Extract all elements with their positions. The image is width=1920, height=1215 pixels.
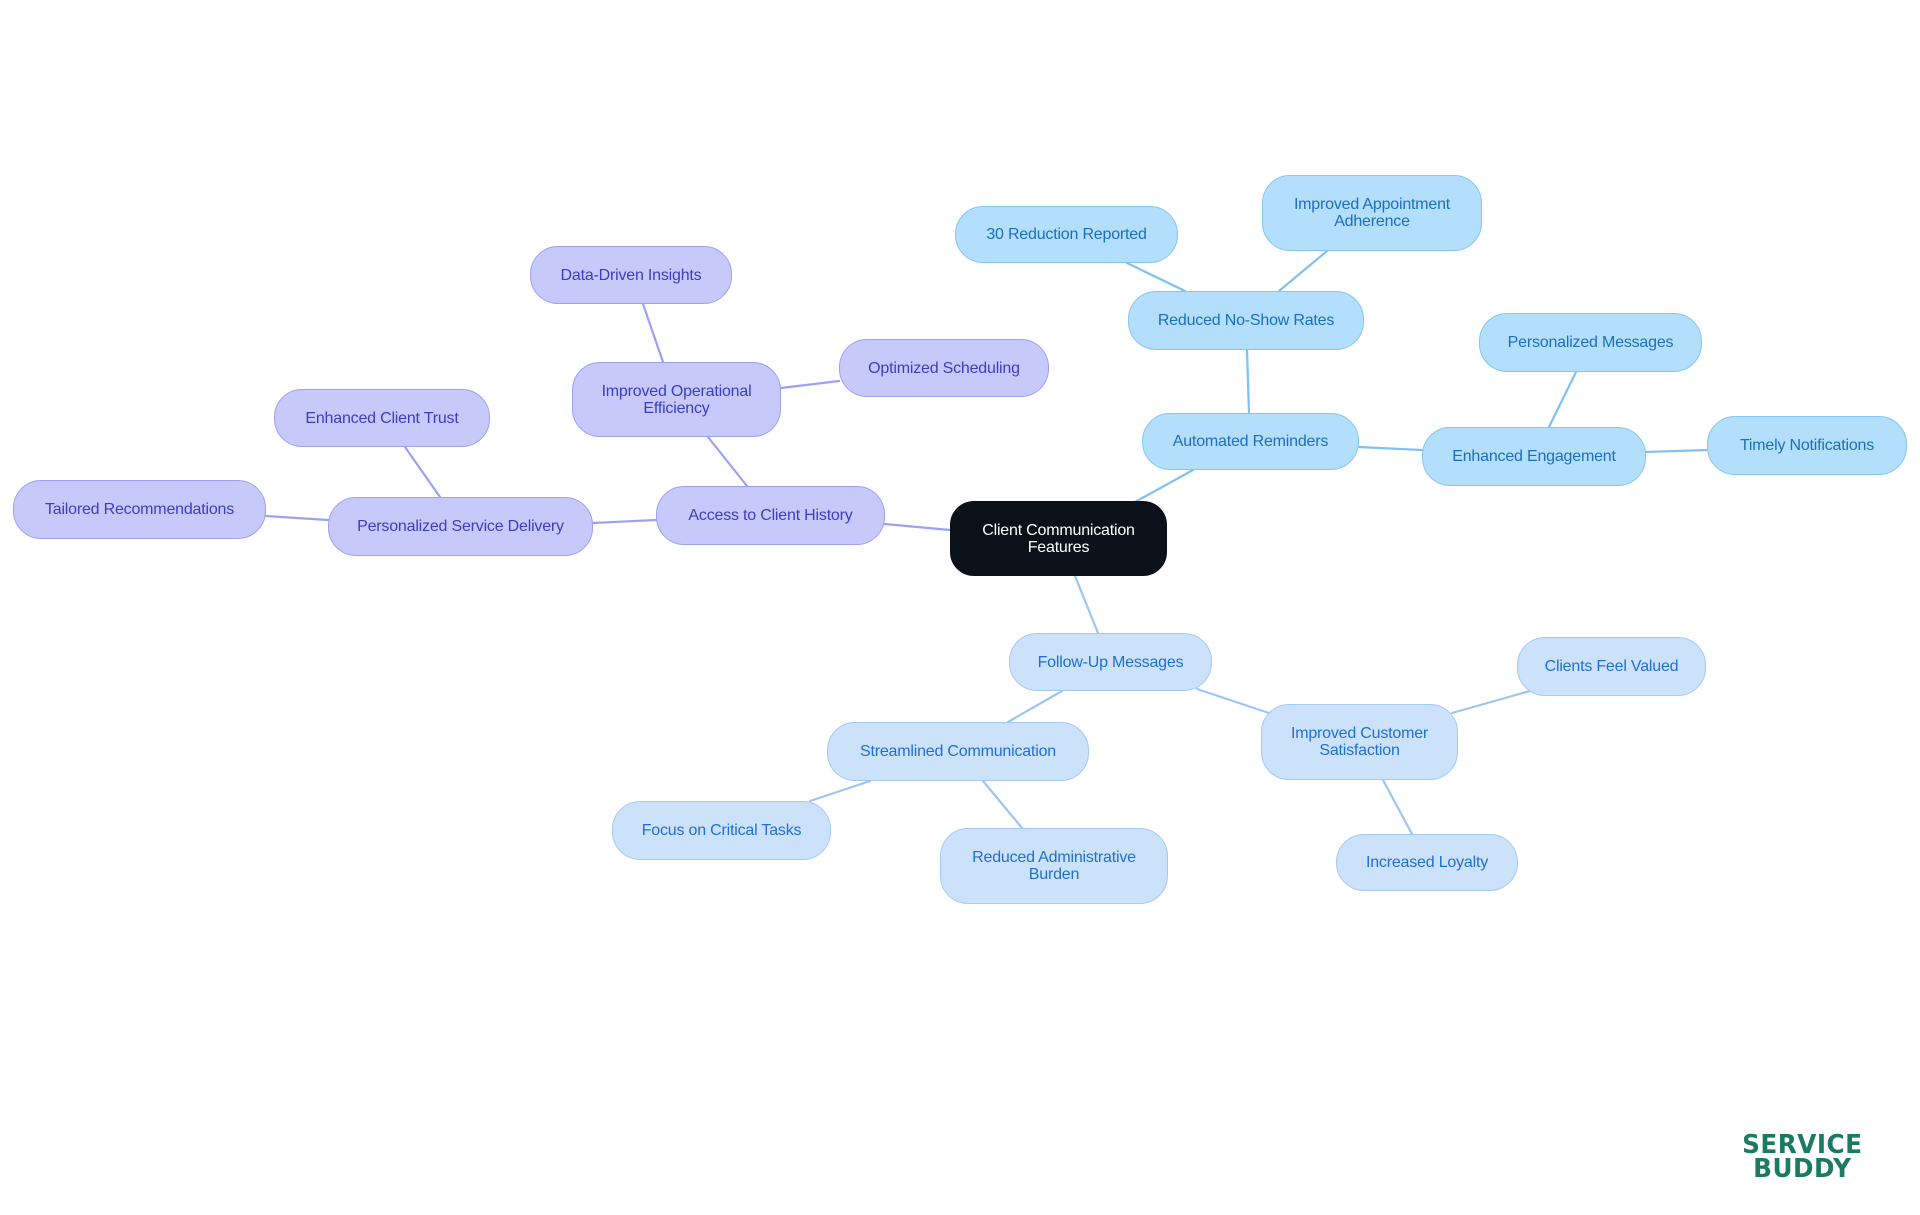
- edge-operational-efficiency-data-insights: [641, 302, 665, 364]
- node-label: Focus on Critical Tasks: [641, 822, 802, 839]
- node-label-line2: Burden: [1028, 866, 1080, 883]
- node-label: Enhanced Client Trust: [305, 409, 459, 427]
- node-reduced-no-show-rates[interactable]: Reduced No-Show Rates: [1128, 291, 1364, 350]
- node-label: Automated Reminders: [1172, 433, 1329, 450]
- node-label: Data-Driven Insights: [560, 266, 702, 284]
- node-increased-loyalty[interactable]: Increased Loyalty: [1336, 834, 1518, 891]
- node-label: Increased Loyalty: [1365, 854, 1488, 871]
- edge-access-history-operational-efficiency: [706, 435, 749, 488]
- node-label: Personalized Service Delivery: [357, 518, 564, 535]
- edge-customer-satisfaction-increased-loyalty: [1381, 778, 1414, 836]
- edge-reduced-no-show-appt-adherence: [1277, 249, 1329, 293]
- edge-follow-up-streamlined-comm: [1006, 689, 1064, 724]
- node-tailored-recommendations[interactable]: Tailored Recommendations: [13, 480, 266, 539]
- root-node-client-communication-features[interactable]: Client Communication Features: [950, 501, 1167, 576]
- edge-access-history-personalized-delivery: [591, 518, 658, 525]
- edge-operational-efficiency-optimized-scheduling: [779, 379, 841, 390]
- root-node-label-line2: Features: [1027, 538, 1090, 556]
- node-label-line2: Satisfaction: [1319, 742, 1400, 759]
- node-label: Optimized Scheduling: [868, 359, 1020, 377]
- node-data-driven-insights[interactable]: Data-Driven Insights: [530, 246, 732, 304]
- node-label: Clients Feel Valued: [1544, 658, 1679, 675]
- node-label: Tailored Recommendations: [44, 501, 235, 518]
- edge-enhanced-engagement-personalized-messages: [1547, 370, 1578, 429]
- node-focus-on-critical-tasks[interactable]: Focus on Critical Tasks: [612, 801, 831, 860]
- root-node-label-line1: Client Communication: [982, 521, 1135, 539]
- edge-automated-reminders-enhanced-engagement: [1357, 445, 1424, 452]
- logo-wordmark: SERVICE BUDDY: [1742, 1130, 1863, 1184]
- node-label-line2: Adherence: [1334, 213, 1410, 230]
- node-label-line1: Improved Operational: [601, 382, 752, 400]
- logo-line2: BUDDY: [1753, 1154, 1852, 1184]
- edge-automated-reminders-reduced-no-show: [1245, 348, 1251, 415]
- node-personalized-service-delivery[interactable]: Personalized Service Delivery: [328, 497, 593, 556]
- node-follow-up-messages[interactable]: Follow-Up Messages: [1009, 633, 1212, 691]
- node-label: Enhanced Engagement: [1452, 448, 1616, 465]
- node-clients-feel-valued[interactable]: Clients Feel Valued: [1517, 637, 1706, 696]
- edge-enhanced-engagement-timely-notifications: [1644, 448, 1709, 454]
- node-automated-reminders[interactable]: Automated Reminders: [1142, 413, 1359, 470]
- node-enhanced-engagement[interactable]: Enhanced Engagement: [1422, 427, 1646, 486]
- node-optimized-scheduling[interactable]: Optimized Scheduling: [839, 339, 1049, 397]
- node-enhanced-client-trust[interactable]: Enhanced Client Trust: [274, 389, 490, 447]
- edge-root-access-history: [883, 522, 952, 532]
- node-improved-appointment-adherence[interactable]: Improved Appointment Adherence: [1262, 175, 1482, 251]
- node-label: Follow-Up Messages: [1037, 653, 1184, 671]
- node-label: Personalized Messages: [1507, 334, 1674, 351]
- edge-root-automated-reminders: [1133, 468, 1195, 504]
- edge-streamlined-comm-focus-tasks: [808, 779, 872, 803]
- edge-follow-up-customer-satisfaction: [1195, 687, 1271, 715]
- edge-root-follow-up: [1073, 574, 1100, 635]
- edge-personalized-delivery-tailored-recs: [264, 514, 330, 522]
- node-improved-customer-satisfaction[interactable]: Improved Customer Satisfaction: [1261, 704, 1458, 780]
- node-label-line1: Reduced Administrative: [972, 849, 1136, 866]
- node-label: 30 Reduction Reported: [986, 226, 1147, 243]
- node-label: Streamlined Communication: [860, 743, 1056, 760]
- edge-customer-satisfaction-feel-valued: [1450, 689, 1532, 715]
- node-personalized-messages[interactable]: Personalized Messages: [1479, 313, 1702, 372]
- service-buddy-logo: SERVICE BUDDY: [1739, 1129, 1869, 1185]
- node-streamlined-communication[interactable]: Streamlined Communication: [827, 722, 1089, 781]
- node-timely-notifications[interactable]: Timely Notifications: [1707, 416, 1907, 475]
- edge-streamlined-comm-reduced-admin: [981, 779, 1024, 830]
- node-label-line2: Efficiency: [643, 399, 710, 417]
- node-label: Timely Notifications: [1739, 437, 1875, 454]
- edge-reduced-no-show-30-reduction: [1125, 261, 1187, 293]
- node-label-line1: Improved Customer: [1290, 725, 1429, 742]
- node-improved-operational-efficiency[interactable]: Improved Operational Efficiency: [572, 362, 781, 437]
- node-label: Access to Client History: [688, 507, 853, 524]
- edge-personalized-delivery-client-trust: [403, 445, 442, 499]
- node-label-line1: Improved Appointment: [1293, 196, 1451, 213]
- node-access-to-client-history[interactable]: Access to Client History: [656, 486, 885, 545]
- node-reduced-administrative-burden[interactable]: Reduced Administrative Burden: [940, 828, 1168, 904]
- logo-line1: SERVICE: [1742, 1130, 1863, 1160]
- node-30-reduction-reported[interactable]: 30 Reduction Reported: [955, 206, 1178, 263]
- node-label: Reduced No-Show Rates: [1157, 312, 1335, 329]
